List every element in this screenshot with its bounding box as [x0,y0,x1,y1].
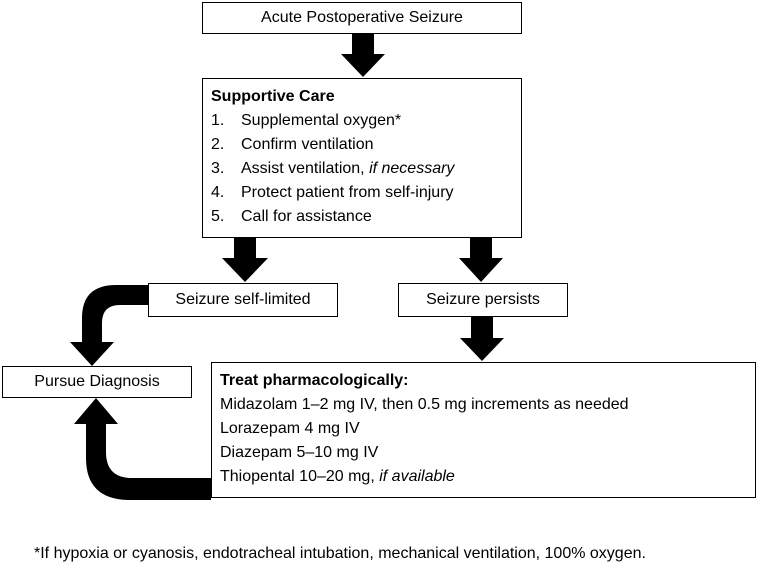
list-item: Diazepam 5–10 mg IV [220,444,379,461]
arrow-care-to-self-limited [222,238,268,282]
list-item: 1. Supplemental oxygen* [211,112,402,129]
self-limited-label: Seizure self-limited [175,291,311,308]
arrow-self-limited-to-diagnosis [70,285,148,366]
diagnosis-box: Pursue Diagnosis [2,366,192,398]
start-box: Acute Postoperative Seizure [202,2,522,34]
persists-label: Seizure persists [426,291,540,308]
arrow-start-to-care [341,34,385,77]
supportive-care-box: Supportive Care 1. Supplemental oxygen* … [202,78,522,238]
pharm-box: Treat pharmacologically: Midazolam 1–2 m… [211,362,756,498]
pharm-heading: Treat pharmacologically: [220,372,409,389]
list-item: 5. Call for assistance [211,208,372,225]
self-limited-box: Seizure self-limited [148,283,338,317]
arrow-care-to-persists [459,238,503,282]
list-item: 4. Protect patient from self-injury [211,184,454,201]
list-item: 3. Assist ventilation, if necessary [211,160,455,177]
list-item: Midazolam 1–2 mg IV, then 0.5 mg increme… [220,396,629,413]
arrow-pharm-to-diagnosis [74,398,211,500]
diagnosis-label: Pursue Diagnosis [34,373,160,390]
arrow-persists-to-pharm [460,316,504,361]
list-item: 2. Confirm ventilation [211,136,374,153]
supportive-care-list: 1. Supplemental oxygen* 2. Confirm venti… [211,109,513,229]
start-label: Acute Postoperative Seizure [261,9,463,26]
footnote: *If hypoxia or cyanosis, endotracheal in… [34,545,646,562]
list-item: Lorazepam 4 mg IV [220,420,360,437]
supportive-care-heading: Supportive Care [211,88,335,105]
list-item: Thiopental 10–20 mg, if available [220,468,455,485]
persists-box: Seizure persists [398,283,568,317]
